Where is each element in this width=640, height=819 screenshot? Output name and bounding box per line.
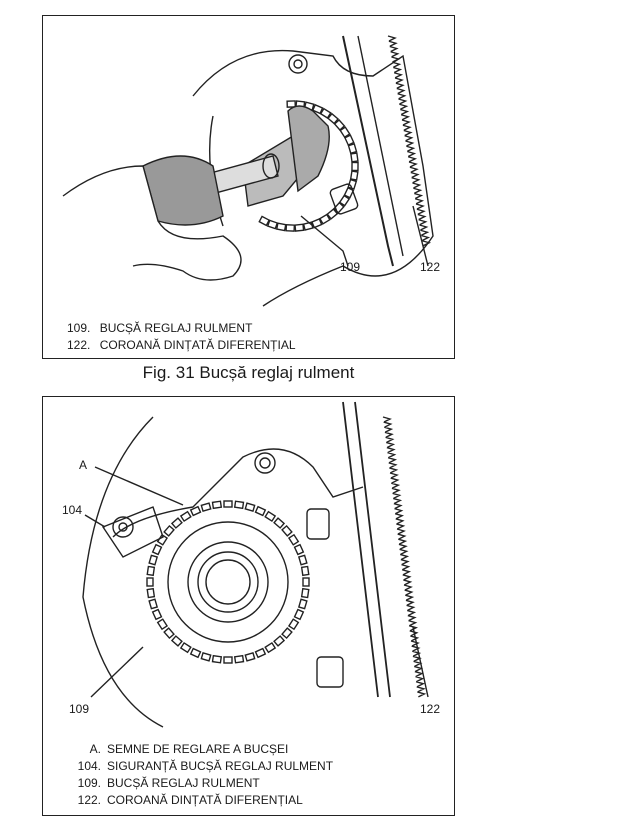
ring-notch	[170, 635, 183, 647]
ring-notch	[179, 510, 192, 523]
ring-notch	[223, 656, 233, 664]
ring-notch	[151, 543, 163, 556]
ring-notch	[347, 143, 358, 155]
ring-notch	[351, 161, 359, 172]
ring-notch	[300, 565, 310, 577]
ring-notch	[293, 543, 305, 556]
legend-item: 122.COROANĂ DINȚATĂ DIFERENȚIAL	[77, 793, 303, 807]
callout-109: 109	[340, 260, 361, 274]
ring-notch	[350, 152, 359, 163]
ring-notch	[151, 608, 163, 621]
ring-notch	[264, 641, 277, 654]
ring-notch	[156, 618, 169, 631]
ring-notch	[339, 126, 351, 139]
ring-notch	[148, 598, 159, 610]
figure-32-legend: A.SEMNE DE REGLARE A BUCȘEI 104.SIGURANȚ…	[67, 741, 333, 809]
ring-notch	[287, 533, 300, 546]
ring-notch	[343, 186, 355, 199]
gear-teeth	[387, 35, 432, 247]
ring-notch	[146, 565, 156, 577]
ring-notch	[326, 208, 339, 220]
ring-notch	[189, 505, 202, 517]
ring-notch	[200, 502, 212, 513]
ring-notch	[163, 524, 175, 537]
figure-32-box: A 104 109 122 A.SEMNE DE REGLARE A BUCȘE…	[42, 396, 455, 816]
bearing-adjuster-lock-illustration	[82, 401, 429, 728]
figure-31-legend: 109. BUCȘĂ REGLAJ RULMENT 122. COROANĂ D…	[67, 320, 296, 354]
ring-notch	[302, 221, 314, 231]
ring-notch	[281, 524, 293, 537]
ring-notch	[211, 500, 223, 510]
ring-notch	[338, 194, 351, 207]
ring-notch	[273, 517, 286, 529]
legend-item: 109. BUCȘĂ REGLAJ RULMENT	[67, 321, 253, 335]
ring-notch	[349, 170, 359, 181]
ring-notch	[344, 134, 355, 146]
ring-notch	[294, 223, 305, 232]
bearing-adjuster-tool-illustration	[62, 35, 434, 307]
figure-31-caption: Fig. 31 Bucșă reglaj rulment	[142, 363, 355, 382]
callout-109: 109	[69, 702, 90, 716]
ring-notch	[156, 533, 169, 546]
legend-item: A.SEMNE DE REGLARE A BUCȘEI	[89, 742, 289, 756]
ring-notch	[170, 517, 183, 529]
ring-notch	[244, 502, 256, 513]
ring-notch	[297, 598, 308, 610]
legend-item: 109.BUCȘĂ REGLAJ RULMENT	[77, 776, 260, 790]
ring-notch	[163, 627, 175, 640]
legend-item: 104.SIGURANȚĂ BUCȘĂ REGLAJ RULMENT	[77, 759, 334, 773]
ring-notch	[146, 577, 154, 587]
ring-notch	[311, 103, 324, 115]
callout-104: 104	[62, 503, 83, 517]
ring-notch	[319, 107, 332, 119]
ring-notch	[327, 112, 339, 125]
ring-notch	[200, 651, 212, 662]
figure-31-box: 109 122 109. BUCȘĂ REGLAJ RULMENT 122. C…	[42, 15, 455, 359]
ring-notch	[287, 618, 300, 631]
ring-notch	[281, 627, 293, 640]
legend-item: 122. COROANĂ DINȚATĂ DIFERENȚIAL	[67, 338, 296, 352]
ring-notch	[273, 635, 286, 647]
ring-notch	[179, 641, 192, 654]
ring-notch	[146, 587, 156, 599]
callout-122: 122	[420, 702, 441, 716]
ring-notch	[211, 654, 223, 664]
ring-notch	[233, 654, 245, 664]
ring-notch	[311, 218, 323, 229]
ring-notch	[297, 554, 308, 566]
ring-notch	[148, 554, 159, 566]
ring-notch	[318, 213, 331, 225]
ring-notch	[264, 510, 277, 523]
ring-notch	[266, 219, 279, 230]
ring-notch	[233, 500, 245, 510]
ring-notch	[302, 577, 310, 587]
ring-notch	[293, 608, 305, 621]
ring-notch	[300, 587, 310, 599]
callout-a: A	[79, 458, 88, 472]
callout-122: 122	[420, 260, 441, 274]
gear-teeth	[382, 416, 427, 698]
ring-notch	[223, 500, 233, 508]
ring-notch	[254, 505, 267, 517]
ring-notch	[189, 647, 202, 659]
ring-notch	[332, 201, 345, 214]
ring-notch	[285, 224, 296, 232]
ring-notch	[275, 222, 287, 232]
ring-notch	[258, 215, 271, 227]
ring-notch	[333, 119, 346, 131]
ring-notch	[286, 100, 296, 108]
ring-notch	[254, 647, 267, 659]
ring-notch	[347, 178, 358, 190]
ring-notch	[244, 651, 256, 662]
